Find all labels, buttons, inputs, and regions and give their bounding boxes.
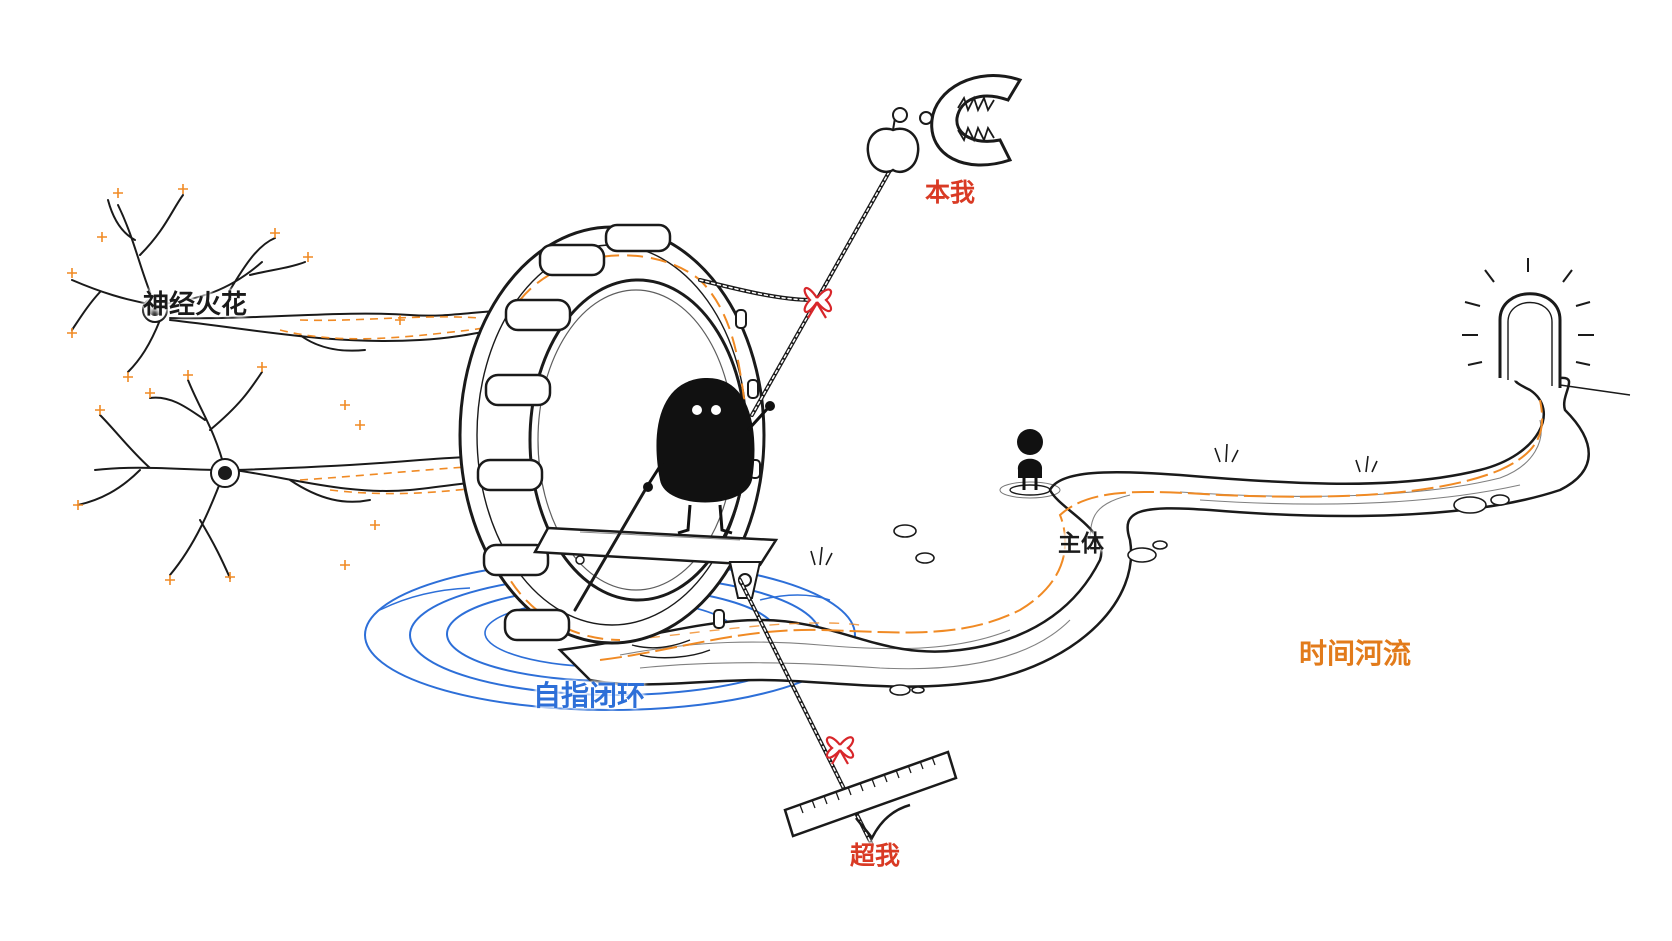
ruler-icon (783, 750, 958, 838)
pacman-jaw-icon (930, 74, 1023, 167)
grass-tuft-icon (810, 443, 1378, 566)
blob-character-icon (643, 377, 775, 535)
label-superego: 超我 (850, 841, 901, 870)
small-figure-icon (999, 429, 1061, 499)
apple-icon (866, 107, 933, 174)
label-subject: 主体 (1058, 531, 1104, 557)
label-id: 本我 (925, 178, 976, 207)
door-icon (1462, 258, 1594, 388)
label-neural-sparks: 神经火花 (143, 290, 248, 320)
ribbon-bow-icon (803, 286, 833, 319)
wheel-splash (631, 639, 711, 659)
label-self-reference-loop: 自指闭环 (533, 679, 646, 712)
spark-stars (67, 184, 405, 585)
checkmark-icon (855, 803, 911, 841)
neuron-icon (71, 194, 521, 579)
ribbon-bow-icon (825, 736, 855, 765)
label-time-river: 时间河流 (1299, 637, 1412, 670)
seesaw-plank (532, 526, 779, 599)
